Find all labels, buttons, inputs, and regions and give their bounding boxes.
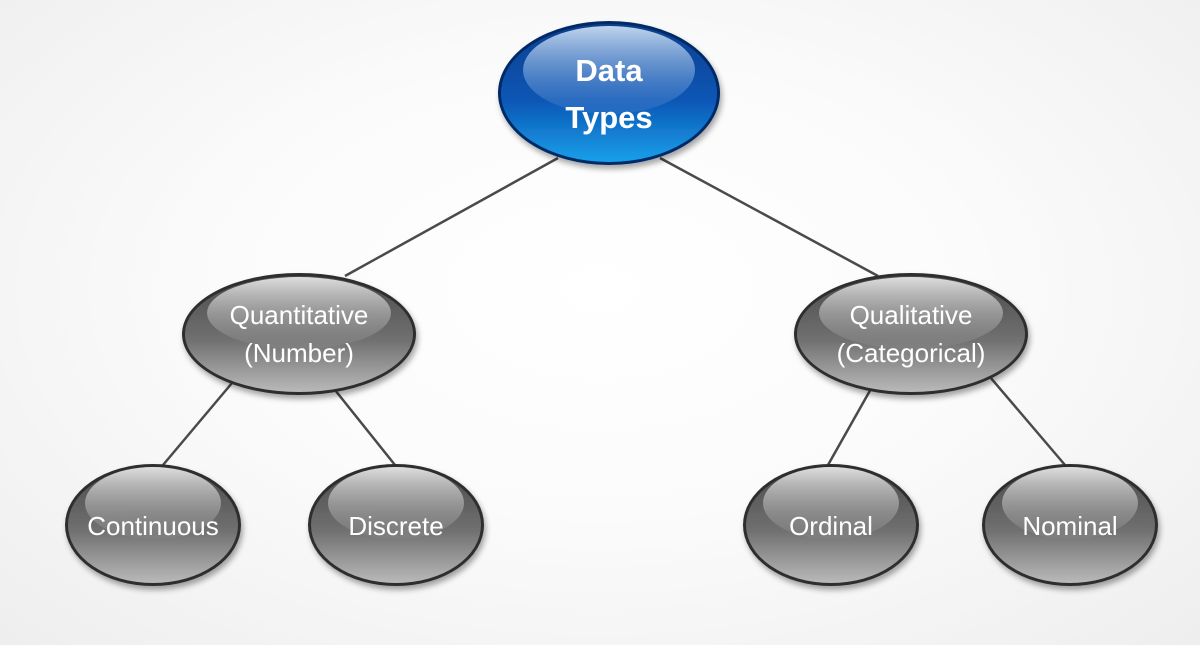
connectors: [162, 156, 1066, 466]
branch-node-qualitative: Qualitative (Categorical): [794, 273, 1028, 395]
connector-root-qualitative: [659, 156, 879, 278]
branch-node-quantitative: Quantitative (Number): [182, 273, 416, 395]
continuous-label: Continuous: [87, 511, 219, 541]
qualitative-label-line-2: (Categorical): [837, 338, 986, 368]
ordinal-label: Ordinal: [789, 511, 873, 541]
leaf-node-continuous: Continuous: [65, 464, 241, 586]
leaf-node-discrete: Discrete: [308, 464, 484, 586]
connector-qualitative-nominal: [989, 376, 1066, 466]
connector-qualitative-ordinal: [826, 386, 874, 466]
nominal-label: Nominal: [1022, 511, 1117, 541]
leaf-node-nominal: Nominal: [982, 464, 1158, 586]
connector-quantitative-discrete: [334, 389, 396, 466]
leaf-node-ordinal: Ordinal: [743, 464, 919, 586]
discrete-label: Discrete: [348, 511, 443, 541]
root-label-line-1: Data: [575, 53, 643, 88]
quantitative-label-line-1: Quantitative: [230, 300, 369, 330]
connector-quantitative-continuous: [162, 382, 233, 466]
qualitative-label-line-1: Qualitative: [850, 300, 973, 330]
root-label-line-2: Types: [565, 100, 652, 135]
root-node: Data Types: [498, 21, 720, 165]
quantitative-label-line-2: (Number): [244, 338, 354, 368]
connector-root-quantitative: [344, 156, 559, 278]
